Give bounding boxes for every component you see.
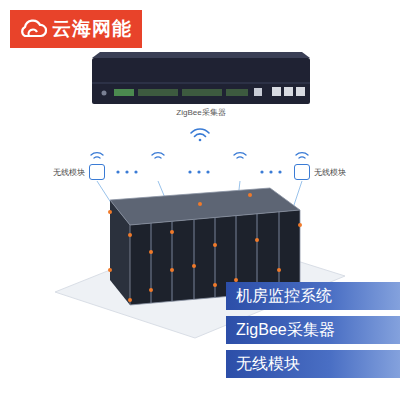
feature-banner: 机房监控系统 — [226, 282, 400, 310]
feature-banner: ZigBee采集器 — [226, 316, 400, 344]
banner-text: 无线模块 — [236, 355, 300, 372]
ellipsis-dots — [116, 170, 281, 173]
banner-text: ZigBee采集器 — [236, 321, 335, 338]
node-label: 云海网能 — [52, 16, 132, 42]
banner-text: 机房监控系统 — [236, 287, 332, 304]
zigbee-collector: ZigBee采集器 — [92, 52, 310, 104]
node-label: 无线模块 — [53, 167, 85, 178]
module-wifi — [91, 153, 308, 158]
collector-device — [92, 52, 310, 104]
feature-banner: 无线模块 — [226, 350, 400, 378]
wireless-module: 无线模块 — [294, 164, 310, 180]
node-label: 无线模块 — [314, 167, 346, 178]
wifi-symbol — [191, 129, 209, 141]
cloud-icon — [18, 17, 48, 41]
node-label: ZigBee采集器 — [176, 107, 225, 118]
wireless-module: 无线模块 — [89, 164, 105, 180]
brand-logo: 云海网能 — [10, 10, 142, 48]
